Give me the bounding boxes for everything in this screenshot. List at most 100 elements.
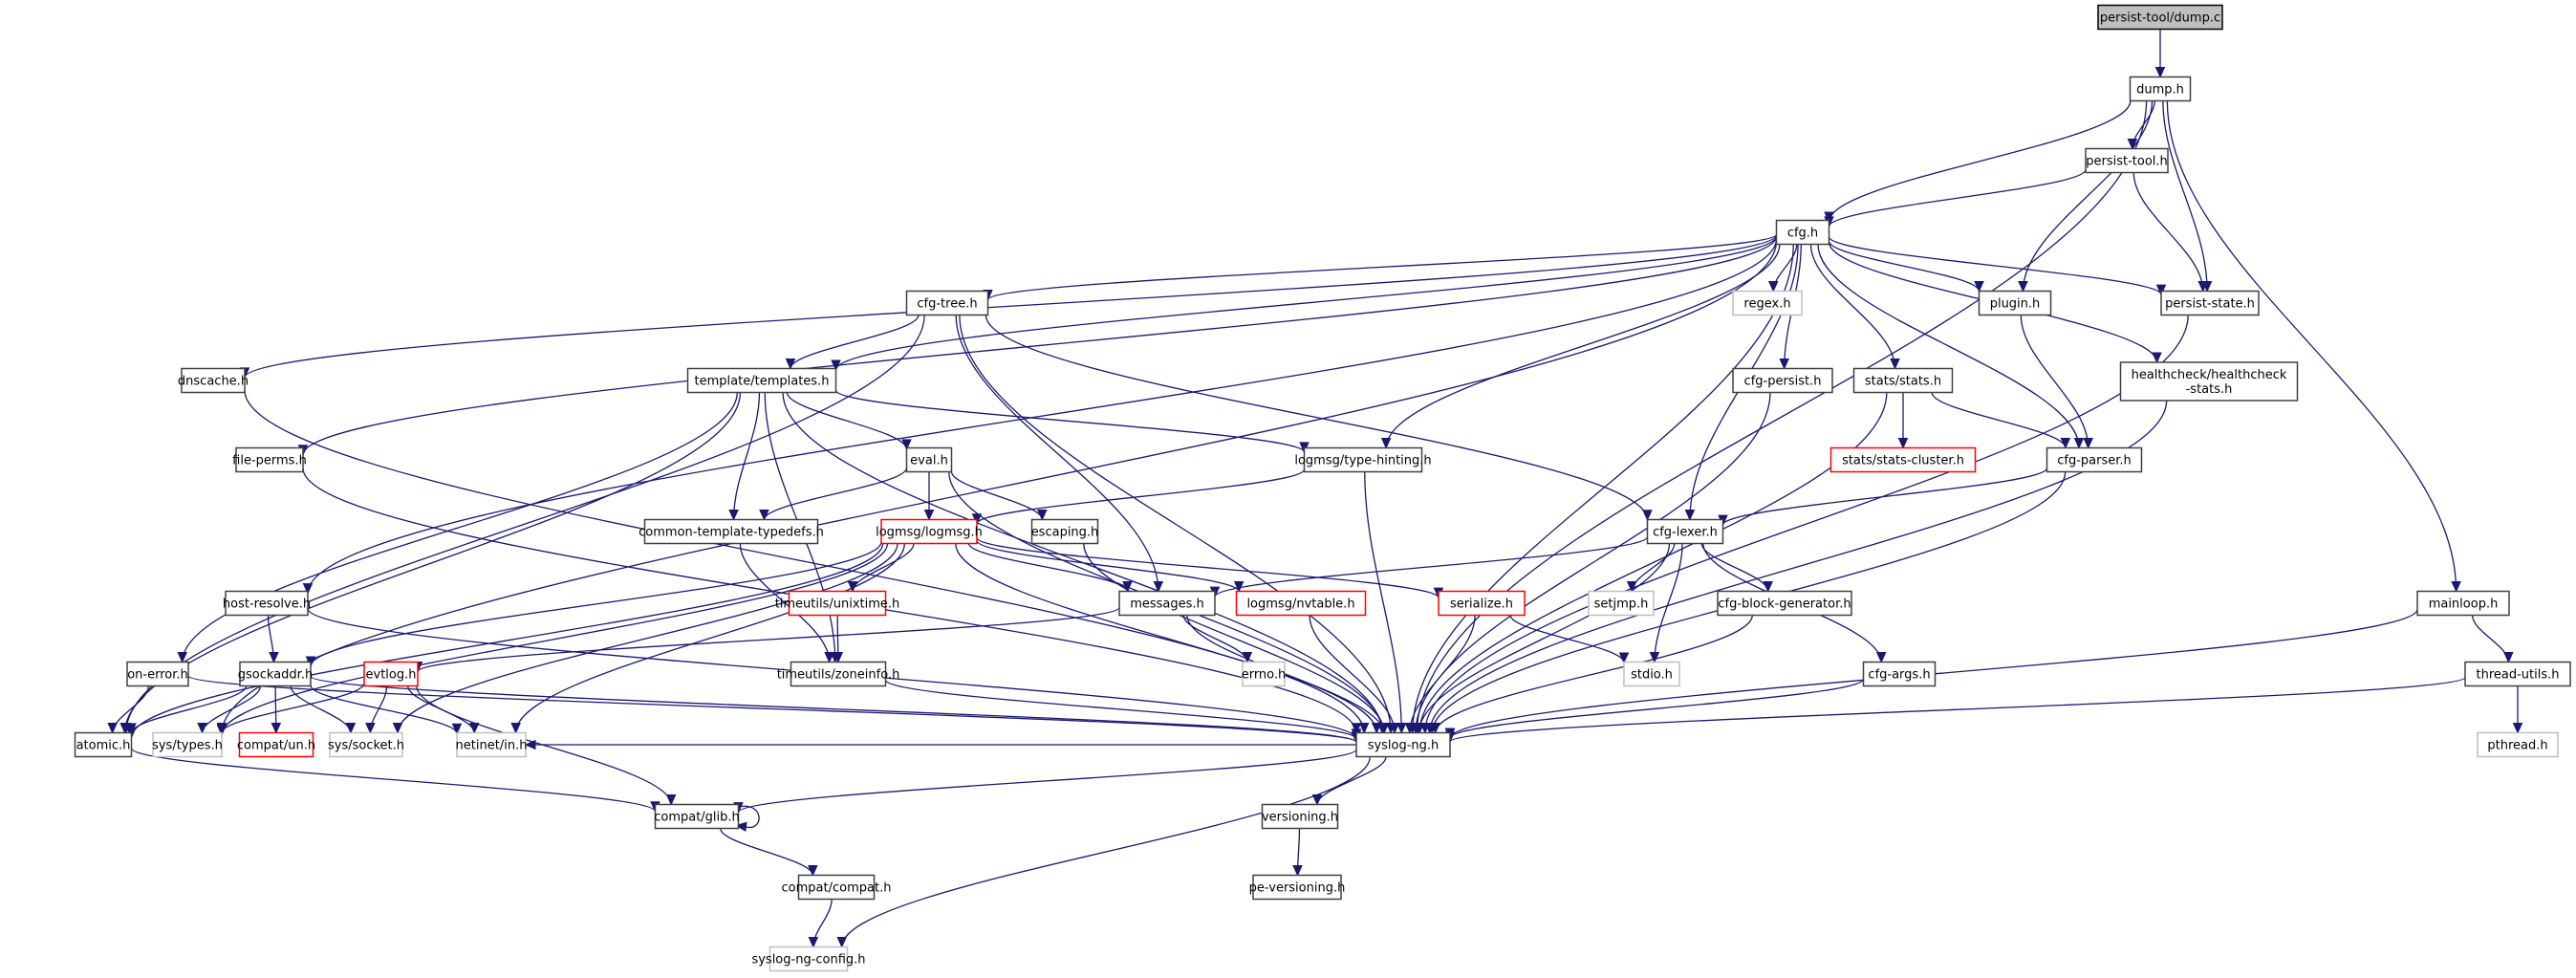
- edge-cfg-parser-h-to-cfg-lexer-h: [1718, 467, 2048, 527]
- node-label: mainloop.h: [2429, 598, 2499, 612]
- node-label: thread-utils.h: [2476, 668, 2559, 683]
- node-label: atomic.h: [76, 739, 131, 753]
- edge-evtlog-h-to-sys-types-h: [216, 683, 365, 734]
- node-box: [2464, 661, 2571, 687]
- node-dnscache-h[interactable]: dnscache.h: [178, 367, 249, 394]
- node-mainloop-h[interactable]: mainloop.h: [2416, 590, 2510, 617]
- node-sys-types-h[interactable]: sys/types.h: [152, 731, 223, 758]
- arrowhead: [2083, 438, 2093, 449]
- edge-templates-h-to-eval-h: [786, 392, 912, 451]
- node-box: [1355, 731, 1451, 758]
- arrowhead: [1358, 723, 1370, 734]
- node-thread-utils-h[interactable]: thread-utils.h: [2464, 661, 2571, 687]
- arrowhead: [2197, 281, 2208, 293]
- edge-eval-h-to-escaping-h: [950, 471, 1048, 521]
- node-regex-h[interactable]: regex.h: [1732, 290, 1803, 316]
- node-healthcheck-h[interactable]: healthcheck/healthcheck-stats.h: [2119, 361, 2299, 402]
- node-eval-h[interactable]: eval.h: [905, 446, 953, 473]
- node-host-resolve-h[interactable]: host-resolve.h: [223, 590, 311, 617]
- node-cfg-args-h[interactable]: cfg-args.h: [1862, 661, 1937, 687]
- node-stats-cluster-h[interactable]: stats/stats-cluster.h: [1829, 446, 1977, 473]
- node-escaping-h[interactable]: escaping.h: [1031, 518, 1099, 545]
- node-label: cfg-args.h: [1868, 668, 1930, 683]
- edge-gsockaddr-h-to-sys-types-h: [197, 685, 262, 734]
- node-cfg-lexer-h[interactable]: cfg-lexer.h: [1646, 518, 1724, 545]
- node-persist-state-h[interactable]: persist-state.h: [2160, 290, 2260, 316]
- node-cfg-parser-h[interactable]: cfg-parser.h: [2046, 446, 2143, 473]
- edge-serialize-h-to-stdio-h: [1509, 615, 1630, 664]
- node-box: [1732, 290, 1803, 316]
- node-cfg-persist-h[interactable]: cfg-persist.h: [1732, 367, 1833, 394]
- node-label: cfg.h: [1787, 227, 1818, 241]
- node-type-hinting-h[interactable]: logmsg/type-hinting.h: [1294, 446, 1432, 473]
- node-pthread-h[interactable]: pthread.h: [2477, 731, 2559, 758]
- node-nvtable-h[interactable]: logmsg/nvtable.h: [1235, 590, 1367, 617]
- node-logmsg-h[interactable]: logmsg/logmsg.h: [876, 518, 983, 545]
- node-cfg-h[interactable]: cfg.h: [1775, 219, 1830, 246]
- edge-cfg-tree-h-to-syslog-ng-h: [959, 315, 1396, 734]
- edge-mainloop-h-to-thread-utils-h: [2471, 615, 2514, 663]
- node-stdio-h[interactable]: stdio.h: [1623, 661, 1680, 687]
- edge-syslog-ng-h-to-syslog-ng-config-h: [836, 756, 1371, 948]
- node-persist-tool-h[interactable]: persist-tool.h: [2085, 147, 2169, 174]
- node-box: [126, 661, 189, 687]
- node-compat-compat-h[interactable]: compat/compat.h: [782, 874, 892, 901]
- node-zoneinfo-h[interactable]: timeutils/zoneinfo.h: [777, 661, 900, 687]
- node-serialize-h[interactable]: serialize.h: [1438, 590, 1526, 617]
- arrowhead: [1377, 723, 1389, 734]
- edge-cfg-h-to-sys-types-h: [216, 240, 1778, 735]
- node-gsockaddr-h[interactable]: gsockaddr.h: [238, 661, 313, 687]
- node-box: [1261, 803, 1339, 830]
- arrowhead: [392, 723, 403, 734]
- node-box: [225, 590, 309, 617]
- edge-messages-h-to-syslog-ng-h: [1186, 615, 1389, 734]
- node-versioning-h[interactable]: versioning.h: [1261, 803, 1339, 830]
- node-pe-versioning-h[interactable]: pe-versioning.h: [1249, 874, 1346, 901]
- node-label: logmsg/type-hinting.h: [1294, 454, 1431, 468]
- node-atomic-h[interactable]: atomic.h: [74, 731, 133, 758]
- arrowhead: [1684, 510, 1696, 521]
- node-templates-h[interactable]: template/templates.h: [686, 367, 837, 394]
- node-syslog-ng-h[interactable]: syslog-ng.h: [1355, 731, 1451, 758]
- edge-cfg-h-to-file-perms-h: [297, 236, 1778, 457]
- node-unixtime-h[interactable]: timeutils/unixtime.h: [775, 590, 900, 617]
- node-label: timeutils/unixtime.h: [775, 598, 900, 612]
- nodes-layer: persist-tool/dump.cdump.hpersist-tool.hc…: [74, 4, 2571, 972]
- node-setjmp-h[interactable]: setjmp.h: [1588, 590, 1655, 617]
- arrowhead: [1897, 438, 1909, 449]
- edge-compat-glib-h-to-compat-compat-h: [720, 828, 818, 877]
- node-file-perms-h[interactable]: file-perms.h: [232, 446, 307, 473]
- node-syslog-ng-config-h[interactable]: syslog-ng-config.h: [751, 945, 866, 972]
- node-label: stdio.h: [1631, 668, 1673, 683]
- node-stats-h[interactable]: stats/stats.h: [1852, 367, 1954, 394]
- node-netinet-in-h[interactable]: netinet/in.h: [456, 731, 528, 758]
- node-evtlog-h[interactable]: evtlog.h: [363, 661, 419, 687]
- edge-cfg-persist-h-to-syslog-ng-h: [1410, 392, 1771, 734]
- edge-type-hinting-h-to-syslog-ng-h: [1364, 471, 1407, 734]
- arrowhead: [1351, 723, 1362, 734]
- node-compat-glib-h[interactable]: compat/glib.h: [654, 803, 740, 830]
- node-on-error-h[interactable]: on-error.h: [126, 661, 189, 687]
- node-messages-h[interactable]: messages.h: [1118, 590, 1216, 617]
- node-label: cfg-tree.h: [917, 297, 977, 312]
- node-label: cfg-persist.h: [1744, 375, 1822, 389]
- node-errno-h[interactable]: errno.h: [1242, 661, 1287, 687]
- node-box: [1829, 446, 1977, 473]
- node-box: [1118, 590, 1216, 617]
- edge-cfg-h-to-stats-h: [1809, 244, 1900, 370]
- node-box: [2160, 290, 2260, 316]
- node-box: [1978, 290, 2052, 316]
- edge-gsockaddr-h-to-atomic-h: [126, 685, 248, 735]
- node-compat-un-h[interactable]: compat/un.h: [237, 731, 315, 758]
- arrowhead: [923, 510, 935, 521]
- node-dump-h[interactable]: dump.h: [2129, 76, 2192, 102]
- node-cfg-tree-h[interactable]: cfg-tree.h: [905, 290, 989, 316]
- edge-cfg-lexer-h-to-setjmp-h: [1626, 543, 1676, 593]
- node-common-template-typedefs-h[interactable]: common-template-typedefs.h: [639, 518, 824, 545]
- node-box: [181, 367, 246, 394]
- arrowhead: [785, 359, 796, 370]
- node-cfg-block-generator-h[interactable]: cfg-block-generator.h: [1717, 590, 1852, 617]
- node-sys-socket-h[interactable]: sys/socket.h: [328, 731, 404, 758]
- edge-cfg-tree-h-to-messages-h: [955, 315, 1164, 593]
- node-plugin-h[interactable]: plugin.h: [1978, 290, 2052, 316]
